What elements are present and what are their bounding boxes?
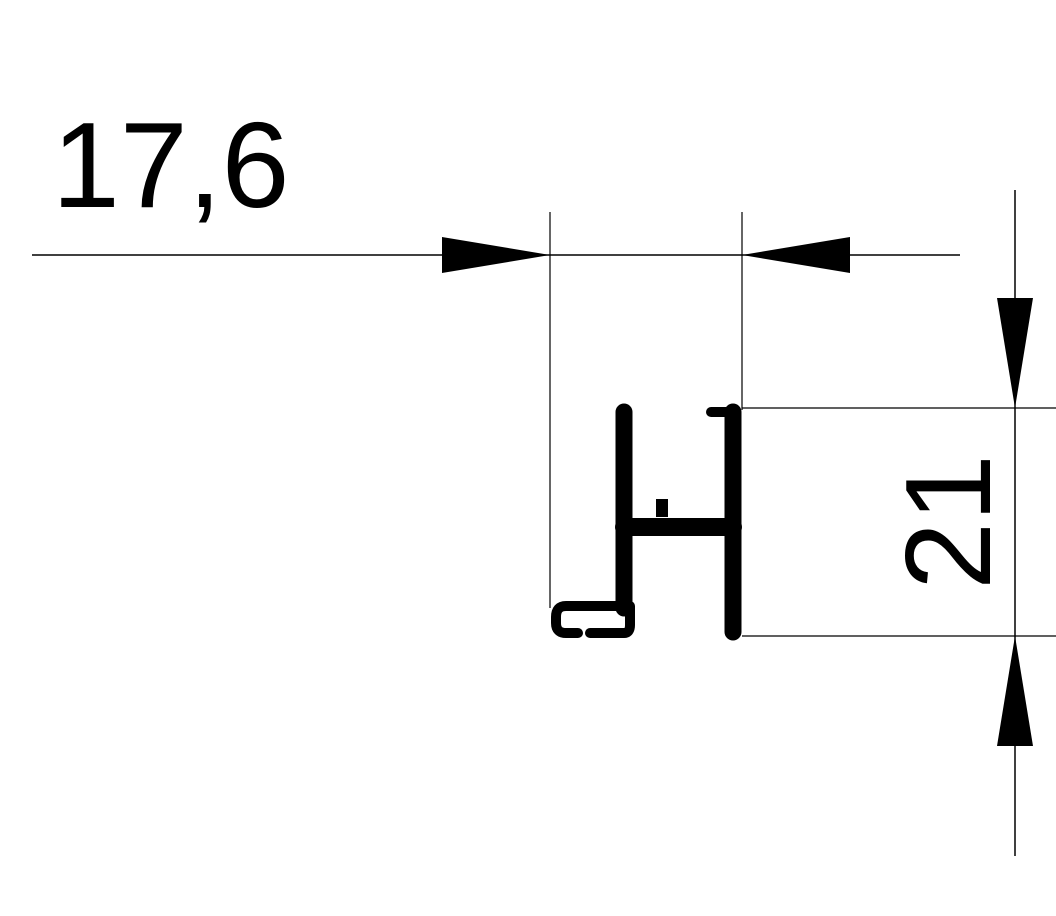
profile-crossbar-nub <box>656 499 668 517</box>
height-arrow-top-icon <box>997 298 1033 408</box>
width-arrow-left-icon <box>442 237 550 273</box>
width-dimension: 17,6 <box>32 97 960 608</box>
profile-cross-section <box>551 403 742 641</box>
height-dimension-label: 21 <box>880 454 1016 590</box>
height-arrow-bottom-icon <box>997 636 1033 746</box>
profile-bottom-foot <box>551 601 635 638</box>
width-dimension-label: 17,6 <box>52 97 289 233</box>
width-arrow-right-icon <box>742 237 850 273</box>
height-dimension: 21 <box>742 190 1056 856</box>
